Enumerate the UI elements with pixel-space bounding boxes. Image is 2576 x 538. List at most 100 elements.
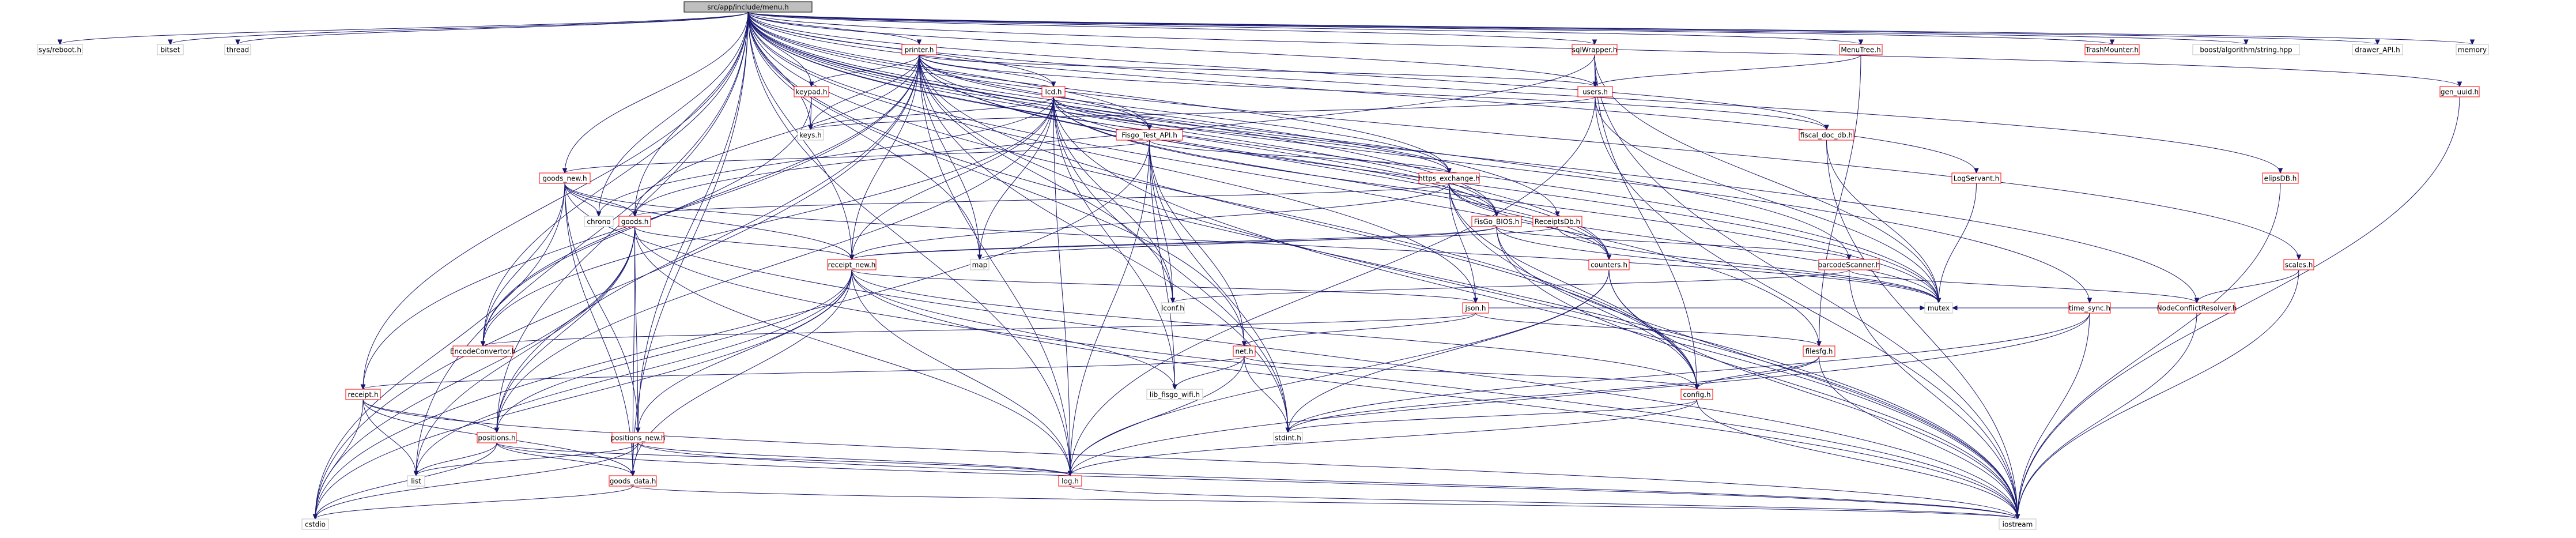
node-box bbox=[683, 1, 813, 13]
edge-lcd-to-stdint bbox=[1053, 96, 1289, 433]
graph-node-receiptsdb[interactable]: ReceiptsDb.h bbox=[1532, 216, 1582, 227]
node-label: goods_data.h bbox=[610, 477, 656, 486]
edge-positions-to-list bbox=[416, 442, 497, 476]
graph-node-receiptnew[interactable]: receipt_new.h bbox=[827, 259, 877, 270]
node-label: fiscal_doc_db.h bbox=[1800, 131, 1853, 140]
edge-counters-to-log bbox=[1070, 269, 1610, 476]
edge-net-to-log bbox=[1070, 356, 1245, 476]
node-label: goods.h bbox=[621, 218, 649, 226]
graph-node-positions[interactable]: positions.h bbox=[477, 432, 517, 443]
graph-node-logservant[interactable]: LogServant.h bbox=[1951, 172, 2001, 184]
edge-receiptnew-to-list bbox=[416, 269, 852, 476]
graph-node-printer[interactable]: printer.h bbox=[901, 44, 937, 55]
edge-fisgotest-to-libfiscow bbox=[1149, 140, 1175, 390]
graph-node-fisgotest[interactable]: Fisgo_Test_API.h bbox=[1116, 129, 1183, 141]
edge-fisgotest-to-stdint bbox=[1149, 140, 1289, 433]
graph-node-json[interactable]: json.h bbox=[1462, 302, 1489, 314]
graph-node-timesync[interactable]: time_sync.h bbox=[2068, 302, 2111, 314]
edge-barcode-to-iostream bbox=[1849, 269, 2018, 520]
graph-node-elipsdb[interactable]: elipsDB.h bbox=[2262, 172, 2299, 184]
edge-receiptnew-to-iostream bbox=[851, 269, 2018, 520]
node-box bbox=[827, 259, 877, 270]
edge-goodsnew-to-positionsnew bbox=[564, 183, 639, 433]
node-label: FisGo_BIOS.h bbox=[1474, 218, 1520, 226]
graph-node-sqlwrapper[interactable]: sqlWrapper.h bbox=[1572, 44, 1618, 55]
node-label: bitset bbox=[161, 46, 180, 54]
graph-node-users[interactable]: users.h bbox=[1577, 86, 1613, 97]
node-label: iostream bbox=[2003, 521, 2033, 529]
node-label: time_sync.h bbox=[2069, 304, 2110, 313]
graph-node-config[interactable]: config.h bbox=[1680, 389, 1713, 400]
edges-layer bbox=[57, 12, 2475, 520]
edge-menu-to-goodsnew bbox=[564, 12, 749, 174]
graph-node-encode[interactable]: EncodeConvertor.h bbox=[450, 345, 516, 357]
graph-node-filesfg[interactable]: filesfg.h bbox=[1803, 345, 1835, 357]
arrowhead-fisgobios-to-map bbox=[977, 254, 983, 261]
graph-node-cstdio: cstdio bbox=[301, 518, 329, 530]
graph-node-https[interactable]: https_exchange.h bbox=[1418, 172, 1480, 184]
edge-printer-to-config bbox=[919, 54, 1697, 390]
node-label: net.h bbox=[1235, 348, 1253, 356]
arrowhead-menu-to-timesync bbox=[2087, 298, 2092, 304]
graph-node-positionsnew[interactable]: positions_new.h bbox=[611, 432, 666, 443]
node-box bbox=[1471, 216, 1522, 227]
graph-node-genuuid[interactable]: gen_uuid.h bbox=[2439, 86, 2480, 97]
node-box bbox=[1041, 86, 1066, 97]
edge-fisgotest-to-lconf bbox=[1149, 140, 1173, 303]
graph-node-trashmounter[interactable]: TrashMounter.h bbox=[2084, 44, 2140, 55]
node-box bbox=[1161, 302, 1185, 314]
edge-nodeconflict-to-iostream bbox=[2017, 313, 2197, 520]
graph-node-keypad[interactable]: keypad.h bbox=[794, 86, 829, 97]
graph-node-receipt[interactable]: receipt.h bbox=[345, 389, 381, 400]
graph-node-lcd[interactable]: lcd.h bbox=[1041, 86, 1066, 97]
graph-node-menutree[interactable]: MenuTree.h bbox=[1839, 44, 1883, 55]
edge-lcd-to-fisgotest bbox=[1053, 96, 1150, 130]
graph-node-goods[interactable]: goods.h bbox=[618, 216, 651, 227]
graph-node-counters[interactable]: counters.h bbox=[1588, 259, 1630, 270]
graph-node-log[interactable]: log.h bbox=[1058, 475, 1082, 487]
node-box bbox=[301, 518, 329, 530]
edge-menu-to-filesfg bbox=[747, 12, 1819, 347]
arrowhead-goodsdata-to-cstdio bbox=[312, 514, 318, 520]
node-label: elipsDB.h bbox=[2264, 175, 2297, 183]
edge-menu-to-https bbox=[747, 12, 1449, 174]
graph-node-net[interactable]: net.h bbox=[1233, 345, 1256, 357]
arrowhead-menu-to-scales bbox=[2296, 254, 2302, 261]
edge-menu-to-iostream bbox=[747, 12, 2018, 520]
arrowhead-https-to-counters bbox=[1606, 254, 1612, 261]
edge-https-to-goods bbox=[634, 183, 1449, 217]
graph-node-nodeconflict[interactable]: NodeConflictResolver.h bbox=[2157, 302, 2237, 314]
edge-lcd-to-map bbox=[979, 96, 1054, 260]
arrowhead-fisgotest-to-https bbox=[1446, 168, 1452, 174]
node-box bbox=[1924, 302, 1953, 314]
edge-lcd-to-https bbox=[1053, 96, 1449, 174]
node-label: sys/reboot.h bbox=[39, 46, 81, 54]
node-label: MenuTree.h bbox=[1841, 46, 1880, 54]
graph-node-goodsnew[interactable]: goods_new.h bbox=[539, 172, 591, 184]
edge-counters-to-stdint bbox=[1287, 269, 1610, 433]
node-label: gen_uuid.h bbox=[2441, 88, 2479, 96]
edge-printer-to-lconf bbox=[919, 54, 1173, 303]
arrowhead-goodsnew-to-chrono bbox=[596, 211, 602, 217]
arrowhead-users-to-keys bbox=[808, 125, 813, 131]
edge-fisgobios-to-map bbox=[979, 226, 1497, 260]
edge-goodsnew-to-mutex bbox=[564, 183, 1939, 303]
graph-node-barcode[interactable]: barcodeScanner.h bbox=[1818, 259, 1880, 270]
edge-printer-to-iostream bbox=[919, 54, 2018, 520]
arrowhead-menu-to-sysreboot bbox=[57, 39, 63, 46]
arrowhead-barcode-to-lconf bbox=[1170, 298, 1176, 304]
graph-node-scales[interactable]: scales.h bbox=[2283, 259, 2314, 270]
edge-receiptnew-to-libfiscow bbox=[851, 269, 1175, 390]
edge-fisgotest-to-cstdio bbox=[315, 140, 1150, 520]
edge-fiscaldoc-to-iostream bbox=[1826, 140, 2018, 520]
arrowhead-menu-to-drawerapi bbox=[2375, 39, 2380, 46]
edge-goodsdata-to-iostream bbox=[632, 486, 2018, 520]
edge-https-to-receiptnew bbox=[851, 183, 1449, 260]
edge-printer-to-cstdio bbox=[315, 54, 920, 520]
edge-users-to-log bbox=[1070, 96, 1596, 476]
graph-node-fisgobios[interactable]: FisGo_BIOS.h bbox=[1471, 216, 1522, 227]
graph-node-fiscaldoc[interactable]: fiscal_doc_db.h bbox=[1799, 129, 1854, 141]
edge-scales-to-iostream bbox=[2017, 269, 2299, 520]
graph-node-goodsdata[interactable]: goods_data.h bbox=[609, 475, 657, 487]
node-label: sqlWrapper.h bbox=[1572, 46, 1618, 54]
